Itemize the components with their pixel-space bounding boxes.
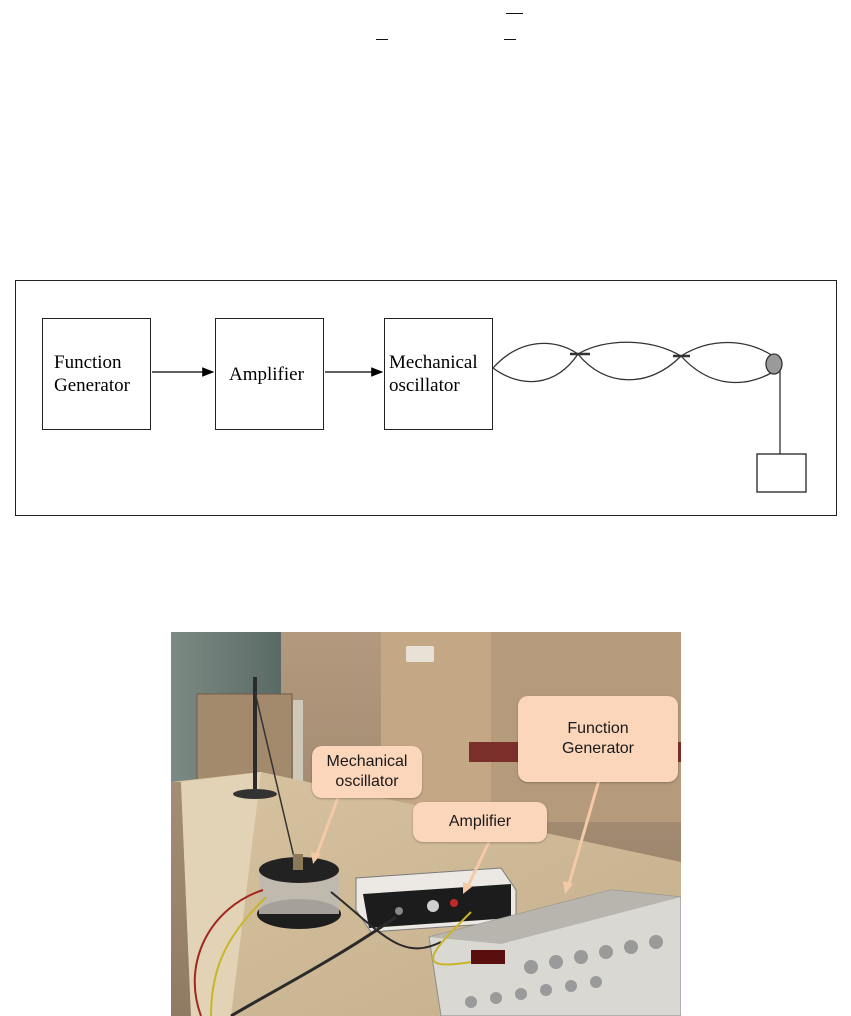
callout-mechanical-oscillator: Mechanical oscillator [312, 746, 422, 798]
mechanical-oscillator-label-line1: Mechanical [389, 352, 478, 373]
hanging-mass [756, 453, 807, 493]
callout-amplifier-label: Amplifier [448, 813, 512, 830]
callout-arrow-function-generator [567, 779, 601, 885]
equation-bar [506, 13, 523, 14]
setup-photo-drawing [171, 632, 681, 1016]
mechanical-oscillator-block: Mechanical oscillator [384, 318, 493, 430]
standing-wave-upper [492, 341, 774, 369]
equation-bar [376, 39, 388, 40]
callout-function-generator: Function Generator [518, 696, 678, 782]
callout-amplifier: Amplifier [413, 802, 547, 842]
wood-panel [381, 632, 491, 832]
amplifier-label: Amplifier [229, 363, 304, 385]
callout-mechanical-oscillator-line1: Mechanical [326, 753, 408, 770]
function-generator-block: Function Generator [42, 318, 151, 430]
amplifier-block: Amplifier [215, 318, 324, 430]
callout-arrow-amplifier [467, 841, 491, 885]
function-generator-label-line1: Function [54, 352, 122, 373]
callout-function-generator-line1: Function [567, 720, 629, 737]
setup-photo: Mechanical oscillator Amplifier Function… [171, 632, 681, 1016]
pulley [765, 353, 783, 375]
equation-bar [504, 39, 516, 40]
mechanical-oscillator-label-line2: oscillator [389, 375, 460, 396]
function-generator-label-line2: Generator [54, 375, 130, 396]
callout-mechanical-oscillator-line2: oscillator [335, 773, 399, 790]
standing-wave-lower [492, 352, 774, 384]
callout-function-generator-line2: Generator [561, 740, 635, 757]
